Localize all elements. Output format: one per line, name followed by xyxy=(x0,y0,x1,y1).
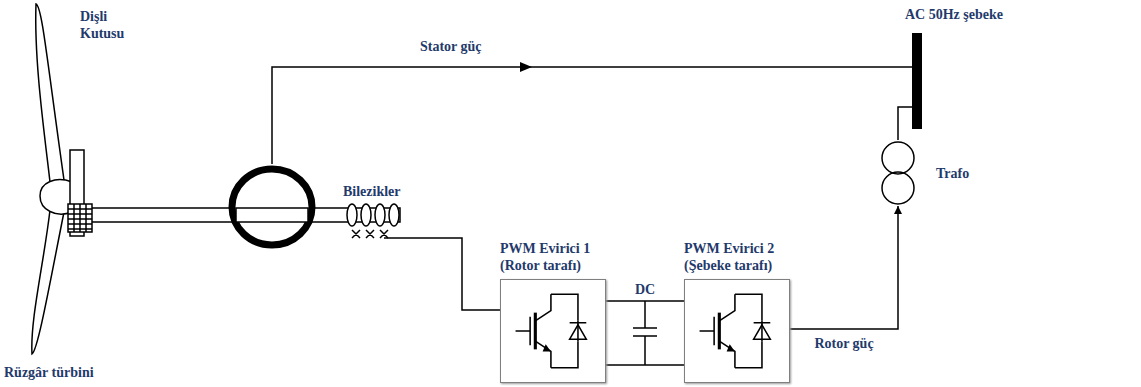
igbt-wire xyxy=(570,321,587,341)
power-connector xyxy=(898,107,912,140)
gear-teeth xyxy=(68,204,92,232)
igbt-wire xyxy=(719,294,735,367)
converter-box: PWM Evirici 2 (Şebeke tarafı) xyxy=(684,240,790,383)
slip-rings xyxy=(347,204,399,238)
igbt-lines xyxy=(516,294,587,367)
emitter-arrow xyxy=(543,344,551,351)
igbt-wire xyxy=(754,321,771,341)
converter-title: PWM Evirici 1 (Rotor tarafı) xyxy=(500,240,606,274)
power-label: Stator güç xyxy=(420,38,482,55)
diode-symbol xyxy=(570,325,587,339)
power-arrow xyxy=(520,62,532,72)
transformer-winding xyxy=(882,142,914,174)
igbt-symbol xyxy=(685,280,789,382)
igbt-wire xyxy=(535,294,551,367)
gearbox xyxy=(68,150,92,236)
part-label: Dişli Kutusu xyxy=(80,8,144,42)
part-label: Bilezikler xyxy=(343,183,401,200)
igbt-wire xyxy=(516,317,531,346)
emitter-arrow xyxy=(727,344,735,351)
stator-wire xyxy=(272,67,912,164)
turbine-blade xyxy=(36,4,64,182)
transformer: Trafo xyxy=(878,140,969,206)
bus-bar xyxy=(912,33,922,129)
power-connector xyxy=(790,206,898,329)
slip-ring xyxy=(361,204,371,226)
converter-frame xyxy=(684,279,790,383)
igbt-wire xyxy=(700,317,715,346)
slip-ring xyxy=(375,204,385,226)
power-connector xyxy=(606,300,684,302)
slip-ring xyxy=(389,204,399,226)
dc-link-capacitor xyxy=(606,301,684,365)
part-label: Rüzgâr türbini xyxy=(4,364,94,381)
converter-box: PWM Evirici 1 (Rotor tarafı) xyxy=(500,240,606,383)
converter-title: PWM Evirici 2 (Şebeke tarafı) xyxy=(684,240,790,274)
grid-bus: AC 50Hz şebeke xyxy=(905,6,1003,129)
brush-symbol xyxy=(352,230,388,238)
turbine-blade xyxy=(32,210,64,354)
igbt-channel xyxy=(718,313,721,350)
transformer-winding xyxy=(882,172,914,204)
capacitor-symbol xyxy=(633,301,657,365)
bus-label: AC 50Hz şebeke xyxy=(905,6,1003,23)
rotor-wire xyxy=(384,238,500,310)
transformer-text: Trafo xyxy=(936,165,969,182)
generator xyxy=(232,169,312,245)
diode-symbol xyxy=(754,325,771,339)
edge-label: DC xyxy=(633,281,657,298)
converter-frame xyxy=(500,279,606,383)
turbine-hub xyxy=(40,180,72,214)
transformer-label: Trafo xyxy=(936,165,969,182)
turbine-rotor xyxy=(32,4,72,354)
transformer-symbol xyxy=(878,140,918,206)
slip-ring xyxy=(347,204,357,226)
igbt-channel xyxy=(534,313,537,350)
generator-stator xyxy=(232,169,312,245)
generator-rotor-shaft xyxy=(236,208,308,222)
gear-stack xyxy=(68,204,92,232)
edge-label: Rotor güç xyxy=(812,335,875,352)
igbt-symbol xyxy=(501,280,605,382)
igbt-lines xyxy=(700,294,771,367)
